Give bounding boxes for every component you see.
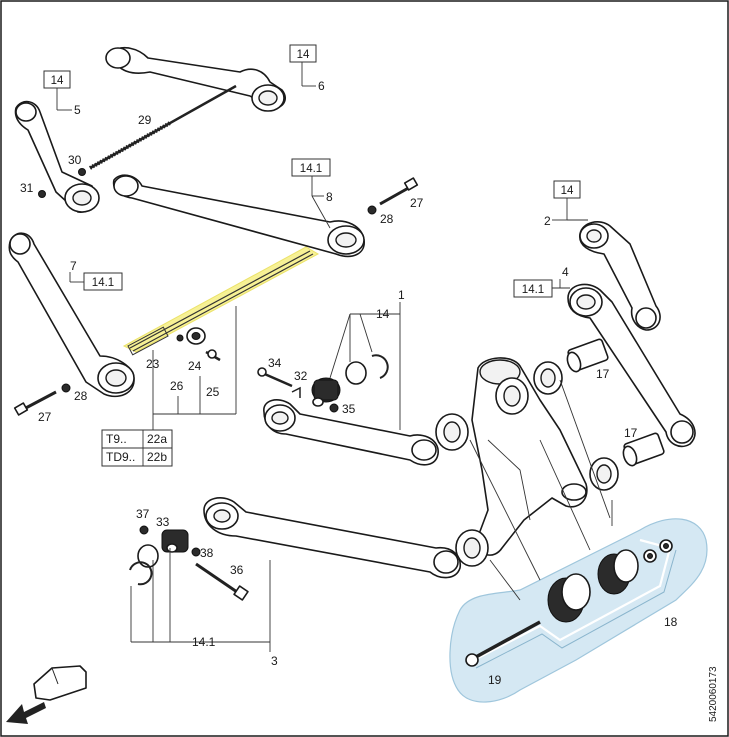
- label-27-upper: 27: [410, 196, 424, 210]
- label-8: 8: [326, 190, 333, 204]
- label-36: 36: [230, 563, 244, 577]
- bushing-bracket-2: [533, 361, 563, 395]
- arm-4[interactable]: [567, 283, 696, 448]
- arm-3[interactable]: [203, 497, 461, 579]
- nut-28-upper: [367, 205, 377, 215]
- kit-silent-block-b: [597, 549, 639, 595]
- label-4: 4: [562, 265, 569, 279]
- variant-table: T9.. 22a TD9.. 22b: [101, 429, 173, 467]
- kit-nut-a: [643, 549, 657, 563]
- highlighted-reaction-rod[interactable]: [122, 246, 320, 356]
- nut-28-lower: [61, 383, 71, 393]
- nut-37: [139, 525, 149, 535]
- drawing-number: 5420060173: [708, 666, 719, 722]
- label-26: 26: [170, 379, 184, 393]
- label-32: 32: [294, 369, 308, 383]
- bolt-34: [257, 367, 293, 388]
- arm-1[interactable]: [263, 399, 439, 466]
- label-23: 23: [146, 357, 160, 371]
- svg-text:14.1: 14.1: [92, 277, 114, 289]
- bushing-17-lower: [622, 432, 665, 467]
- svg-text:14.1: 14.1: [300, 163, 322, 175]
- arm-5[interactable]: [14, 100, 100, 213]
- nut-38: [191, 547, 201, 557]
- clip-32: [291, 386, 301, 398]
- box-label-14-b: 14: [289, 44, 317, 63]
- leader-lines: [56, 62, 613, 652]
- label-24: 24: [188, 359, 202, 373]
- bushing-bracket-5: [455, 529, 489, 567]
- variant-row-2-model: TD9..: [106, 450, 135, 464]
- bushing-17-upper: [566, 338, 609, 373]
- label-28-lower: 28: [74, 389, 88, 403]
- label-17-lower: 17: [624, 426, 638, 440]
- box-label-14-1-a: 14.1: [291, 158, 331, 177]
- nut-35: [329, 403, 339, 413]
- bolt-27-lower: [13, 390, 57, 416]
- axle-bracket[interactable]: [471, 357, 588, 556]
- label-3: 3: [271, 654, 278, 668]
- label-25: 25: [206, 385, 220, 399]
- label-6: 6: [318, 79, 325, 93]
- nut-26: [176, 334, 184, 342]
- van-orientation-icon: [6, 665, 87, 724]
- part-number-labels: 1 2 3 4 5 6 7 8 14 14.1 17 17 18 19 23 2…: [20, 79, 678, 687]
- label-27-lower: 27: [38, 410, 52, 424]
- arm-2[interactable]: [579, 221, 661, 331]
- bolt-27-upper: [379, 177, 419, 206]
- box-label-14-c: 14: [553, 180, 581, 199]
- label-1: 1: [398, 288, 405, 302]
- label-7: 7: [70, 259, 77, 273]
- svg-text:14: 14: [297, 49, 310, 61]
- svg-text:14.1: 14.1: [522, 284, 544, 296]
- long-arm-8[interactable]: [112, 174, 365, 258]
- box-label-14-a: 14: [43, 70, 71, 89]
- threaded-rod-29: [89, 84, 237, 170]
- label-30: 30: [68, 153, 82, 167]
- box-label-14-1-b: 14.1: [83, 272, 123, 291]
- arm-7[interactable]: [8, 232, 135, 398]
- upper-arm-6[interactable]: [105, 46, 286, 112]
- bushing-bracket-1: [495, 377, 529, 415]
- label-35: 35: [342, 402, 356, 416]
- silent-block-3: [161, 529, 189, 553]
- bushing-24: [186, 327, 206, 345]
- svg-text:14: 14: [51, 75, 64, 87]
- circlips-14: [345, 354, 389, 385]
- kit-silent-block-a: [547, 573, 591, 623]
- label-5: 5: [74, 103, 81, 117]
- bolt-36: [195, 562, 249, 601]
- label-18: 18: [664, 615, 678, 629]
- bolt-25: [205, 349, 221, 362]
- circlips-lower: [129, 544, 159, 586]
- silent-block-1: [311, 377, 341, 407]
- variant-row-1-part: 22a: [147, 432, 167, 446]
- nut-30: [78, 168, 86, 176]
- variant-row-2-part: 22b: [147, 450, 167, 464]
- label-38: 38: [200, 546, 214, 560]
- label-34: 34: [268, 356, 282, 370]
- label-31: 31: [20, 181, 34, 195]
- kit-bolt-19: [465, 620, 541, 667]
- label-33: 33: [156, 515, 170, 529]
- label-17-upper: 17: [596, 367, 610, 381]
- label-29: 29: [138, 113, 152, 127]
- label-2: 2: [544, 214, 551, 228]
- bushing-bracket-3: [435, 413, 469, 451]
- label-37: 37: [136, 507, 150, 521]
- nut-31: [38, 190, 46, 198]
- kit-nut-b: [659, 539, 673, 553]
- box-label-14-1-c: 14.1: [513, 279, 553, 298]
- svg-text:14: 14: [561, 185, 574, 197]
- label-28-upper: 28: [380, 212, 394, 226]
- variant-row-1-model: T9..: [106, 432, 127, 446]
- label-19: 19: [488, 673, 502, 687]
- label-14-1: 14.1: [192, 635, 216, 649]
- label-14: 14: [376, 307, 390, 321]
